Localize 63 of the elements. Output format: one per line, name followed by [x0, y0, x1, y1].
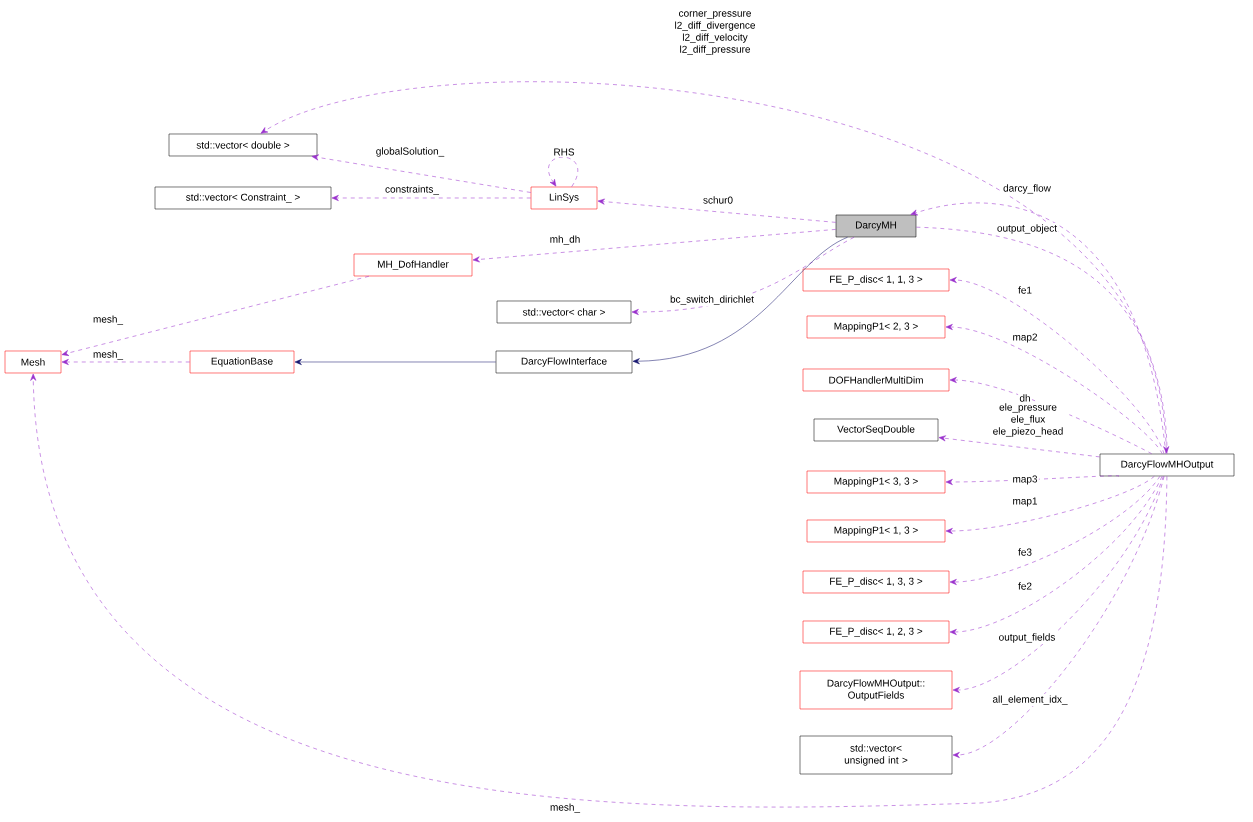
arrow — [294, 359, 496, 365]
edge-label: darcy_flow — [1001, 183, 1053, 195]
arrow — [311, 154, 531, 193]
arrow — [952, 476, 1165, 758]
class-box: MappingP1< 1, 3 > — [806, 519, 946, 543]
arrow — [949, 476, 1161, 585]
arrow — [61, 276, 370, 356]
arrow — [631, 237, 855, 315]
class-box: VectorSeqDouble — [813, 418, 939, 442]
class-box: std::vector< Constraint_ > — [154, 186, 332, 210]
arrow — [945, 475, 1119, 485]
edge-label: schur0 — [701, 195, 735, 205]
arrow — [597, 198, 836, 223]
edge-label: fe1 — [1016, 285, 1034, 295]
class-box: std::vector< char > — [496, 300, 632, 324]
class-box: LinSys — [530, 186, 598, 210]
edge-label: fe2 — [1016, 581, 1034, 591]
class-box: std::vector< double > — [168, 133, 318, 157]
edge-label: ele_pressure ele_flux ele_piezo_head — [986, 402, 1070, 438]
arrow — [945, 324, 1163, 454]
arrow — [632, 237, 848, 365]
edge-label: mesh_ — [91, 349, 125, 361]
class-box: DarcyFlowMHOutput:: OutputFields — [799, 670, 953, 710]
arrow — [949, 476, 1163, 635]
arrow — [949, 277, 1165, 454]
class-box: MappingP1< 3, 3 > — [806, 470, 946, 494]
edge-label: constraints_ — [383, 184, 441, 196]
arrow — [952, 476, 1164, 693]
class-box: DarcyFlowMHOutput — [1099, 453, 1235, 477]
class-box: Mesh — [4, 350, 62, 374]
edge-label: output_object — [995, 223, 1059, 235]
class-box: EquationBase — [189, 350, 295, 374]
edge-label: map3 — [1011, 474, 1039, 486]
arrow — [260, 82, 1168, 454]
class-box: DOFHandlerMultiDim — [802, 368, 950, 392]
edge-label: all_element_idx_ — [991, 694, 1069, 706]
edge-label: output_fields — [997, 632, 1057, 644]
class-box: MH_DofHandler — [353, 253, 473, 277]
arrow — [949, 377, 1152, 454]
arrow — [548, 156, 579, 187]
class-box: DarcyMH — [835, 214, 917, 238]
arrow — [472, 229, 836, 263]
arrow — [61, 359, 190, 365]
edge-label: globalSolution_ — [374, 146, 446, 158]
arrow — [30, 373, 1168, 808]
edge-label: map2 — [1011, 332, 1039, 344]
class-box: FE_P_disc< 1, 1, 3 > — [802, 268, 950, 292]
edge-label: map1 — [1011, 496, 1039, 508]
edge-label: mesh_ — [548, 802, 582, 814]
class-box: std::vector< unsigned int > — [799, 735, 953, 775]
arrow — [945, 476, 1155, 534]
arrow — [331, 195, 531, 201]
edge-label: corner_pressure l2_diff_divergence l2_diff_velocity l2_diff_pressure — [663, 9, 767, 57]
edge-label: bc_switch_dirichlet — [668, 294, 756, 306]
edge-label: RHS — [552, 147, 576, 157]
edge-label: fe3 — [1016, 547, 1034, 557]
class-box: FE_P_disc< 1, 2, 3 > — [802, 620, 950, 644]
arrow — [938, 435, 1100, 458]
edge-label: mh_dh — [548, 234, 582, 246]
class-box: FE_P_disc< 1, 3, 3 > — [802, 570, 950, 594]
class-box: DarcyFlowInterface — [495, 350, 633, 374]
class-box: MappingP1< 2, 3 > — [806, 315, 946, 339]
edge-label: mesh_ — [91, 314, 125, 326]
